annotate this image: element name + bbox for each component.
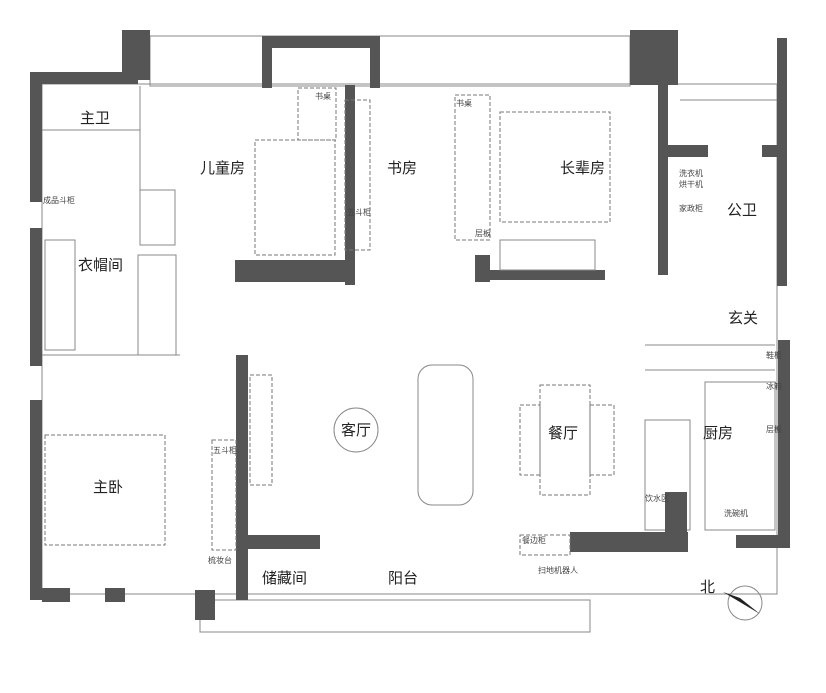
room-elder: 长辈房	[560, 159, 605, 177]
north-compass: 北	[700, 578, 763, 621]
label-dishwasher: 洗碗机	[724, 508, 748, 518]
label-dryer: 烘干机	[679, 179, 703, 189]
room-dining: 餐厅	[548, 424, 578, 442]
room-study: 书房	[387, 159, 417, 177]
room-public-bath: 公卫	[727, 201, 757, 219]
room-living: 客厅	[341, 421, 371, 439]
label-chest: 五斗柜	[213, 445, 237, 455]
room-balcony: 阳台	[388, 569, 418, 587]
room-storage: 储藏间	[262, 569, 307, 587]
label-washer: 洗衣机	[679, 168, 703, 178]
label-shoe-cabinet: 鞋柜	[766, 350, 782, 360]
walls	[30, 30, 790, 620]
label-dresser: 梳妆台	[208, 555, 232, 565]
room-kitchen: 厨房	[703, 424, 733, 442]
label-chest: 成品斗柜	[43, 195, 75, 205]
label-housekeeping: 家政柜	[679, 203, 703, 213]
room-entrance: 玄关	[728, 309, 758, 327]
label-shelf: 层板	[766, 424, 782, 434]
label-desk: 书桌	[315, 91, 331, 101]
room-cloakroom: 衣帽间	[78, 256, 123, 274]
room-master-bath: 主卫	[80, 109, 110, 127]
label-sideboard: 餐边柜	[522, 535, 546, 545]
label-robot-vacuum: 扫地机器人	[538, 565, 578, 575]
label-shelf: 层板	[475, 228, 491, 238]
label-chest: 五斗柜	[347, 207, 371, 217]
compass-label: 北	[700, 578, 715, 596]
furniture-labels: 成品斗柜 书桌 五斗柜 书桌 层板 洗衣机 烘干机 家政柜 鞋柜 冰箱 层板 饮…	[43, 91, 782, 575]
label-fridge: 冰箱	[766, 381, 782, 391]
label-water: 饮水区	[645, 493, 669, 503]
room-kids: 儿童房	[200, 159, 245, 177]
furniture	[44, 87, 615, 556]
label-desk: 书桌	[456, 98, 472, 108]
north-arrow-icon	[723, 592, 760, 614]
room-labels: 主卫 儿童房 书房 长辈房 公卫 衣帽间 玄关 客厅 餐厅 厨房 主卧 储藏间 …	[78, 109, 758, 587]
room-master-bedroom: 主卧	[93, 478, 123, 496]
